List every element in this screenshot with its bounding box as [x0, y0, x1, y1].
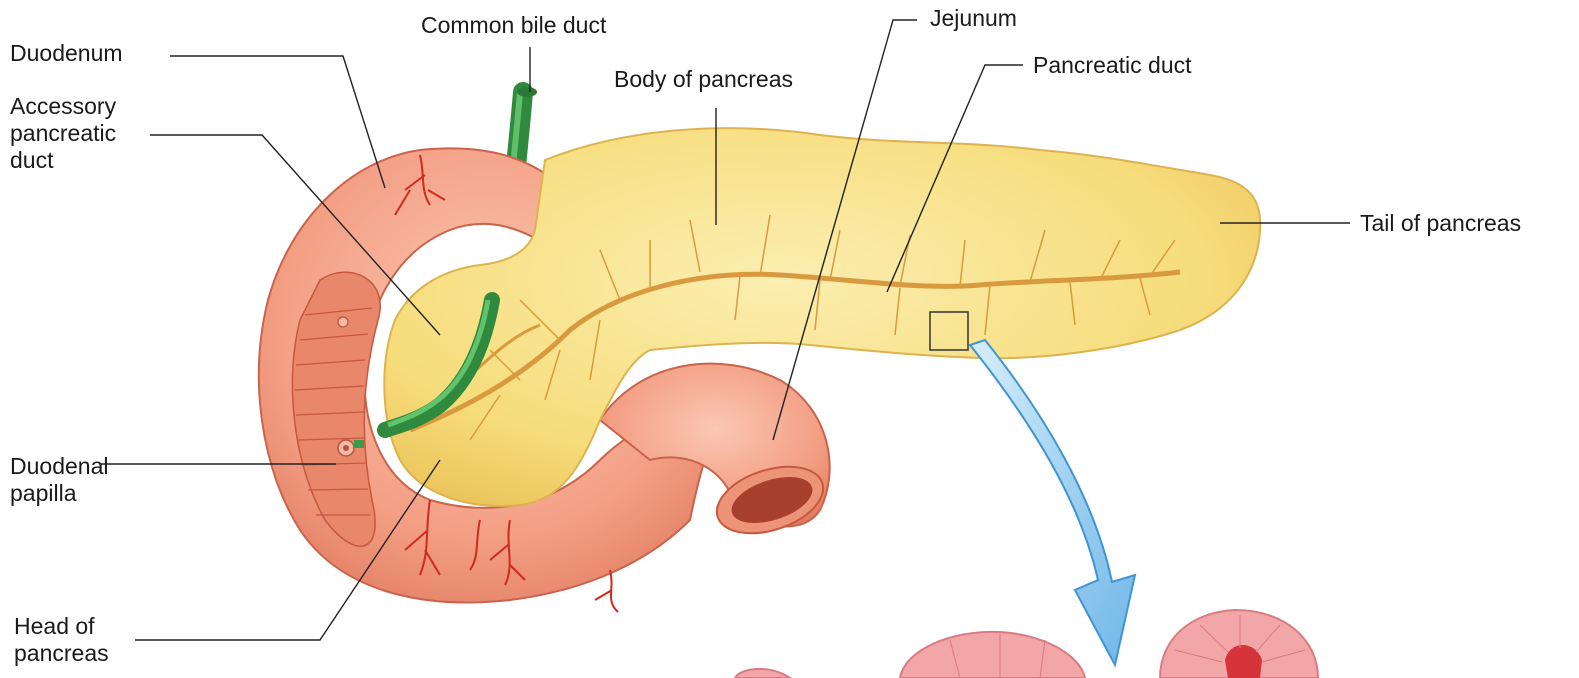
label-common-bile-duct: Common bile duct — [421, 12, 606, 39]
label-duodenum: Duodenum — [10, 40, 123, 67]
label-head-of-pancreas: Head of pancreas — [14, 613, 109, 667]
label-papilla-line2: papilla — [10, 480, 108, 507]
label-papilla-line1: Duodenal — [10, 453, 108, 480]
label-head-line2: pancreas — [14, 640, 109, 667]
label-accessory-line2: pancreatic — [10, 120, 116, 147]
acini-cluster — [735, 610, 1318, 678]
label-accessory-pancreatic-duct: Accessory pancreatic duct — [10, 93, 116, 174]
label-duodenal-papilla: Duodenal papilla — [10, 453, 108, 507]
label-jejunum: Jejunum — [930, 5, 1017, 32]
label-body-of-pancreas: Body of pancreas — [614, 66, 793, 93]
label-accessory-line3: duct — [10, 147, 116, 174]
label-head-line1: Head of — [14, 613, 109, 640]
label-pancreatic-duct: Pancreatic duct — [1033, 52, 1192, 79]
magnification-arrow — [970, 340, 1135, 665]
label-tail-of-pancreas: Tail of pancreas — [1360, 210, 1521, 237]
label-accessory-line1: Accessory — [10, 93, 116, 120]
